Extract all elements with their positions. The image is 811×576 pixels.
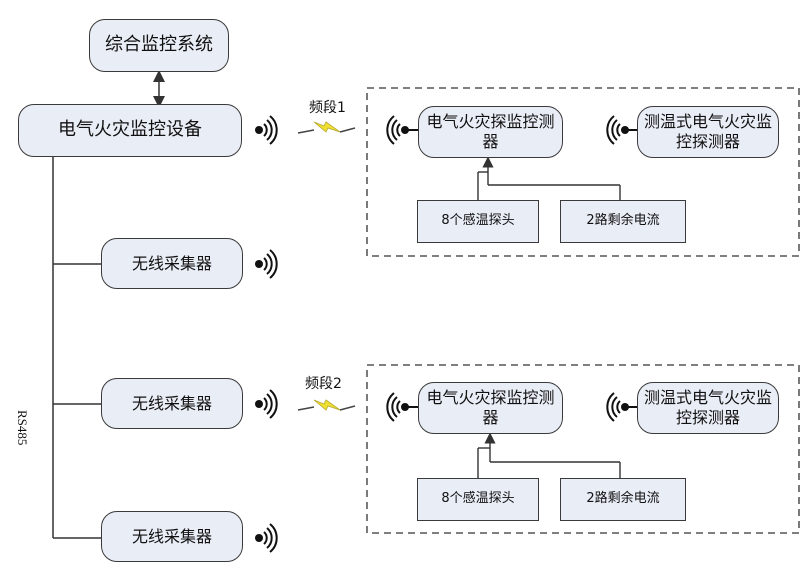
detector-group-frame (366, 87, 800, 257)
temperature-probes-label: 8个感温探头 (441, 491, 515, 507)
fire-detector-label: 电气火灾探监控测器 (426, 112, 555, 151)
fire-monitoring-device-label: 电气火灾监控设备 (58, 119, 202, 141)
residual-current-label: 2路剩余电流 (586, 491, 660, 507)
wireless-icon (254, 249, 278, 279)
temperature-fire-detector-label: 测温式电气火灾监控探测器 (643, 388, 772, 427)
temperature-fire-detector: 测温式电气火灾监控探测器 (637, 382, 779, 434)
residual-current-label: 2路剩余电流 (586, 213, 660, 229)
temperature-probes-label: 8个感温探头 (441, 213, 515, 229)
wireless-collector-label: 无线采集器 (131, 253, 212, 273)
wireless-icon (254, 389, 278, 419)
fire-detector: 电气火灾探监控测器 (418, 382, 563, 434)
residual-current: 2路剩余电流 (560, 478, 686, 521)
temperature-probes: 8个感温探头 (417, 478, 539, 521)
radio-link-icon (313, 399, 341, 411)
wireless-icon (254, 115, 278, 145)
band-label: 频段2 (305, 376, 342, 392)
temperature-probes: 8个感温探头 (417, 200, 539, 243)
rs485-label: RS485 (15, 410, 30, 446)
wireless-collector: 无线采集器 (101, 238, 243, 289)
fire-detector-label: 电气火灾探监控测器 (426, 388, 555, 427)
fire-detector: 电气火灾探监控测器 (418, 106, 563, 158)
detector-group-frame (366, 364, 800, 534)
fire-monitoring-device: 电气火灾监控设备 (18, 104, 242, 157)
integrated-monitoring-system-label: 综合监控系统 (105, 34, 213, 56)
wireless-collector: 无线采集器 (101, 511, 243, 562)
integrated-monitoring-system: 综合监控系统 (89, 19, 229, 72)
radio-link-icon (313, 121, 341, 133)
temperature-fire-detector: 测温式电气火灾监控探测器 (637, 106, 779, 158)
band-label: 频段1 (309, 100, 346, 116)
wireless-collector-label: 无线采集器 (131, 526, 212, 546)
wireless-collector: 无线采集器 (101, 378, 243, 429)
wireless-collector-label: 无线采集器 (131, 393, 212, 413)
wireless-icon (254, 523, 278, 553)
residual-current: 2路剩余电流 (560, 200, 686, 243)
temperature-fire-detector-label: 测温式电气火灾监控探测器 (643, 112, 772, 151)
